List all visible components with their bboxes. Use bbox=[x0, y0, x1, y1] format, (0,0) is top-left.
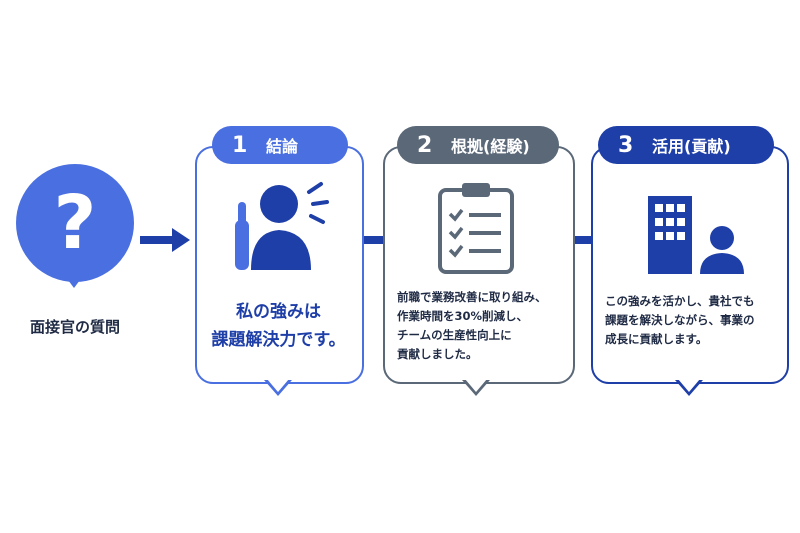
step-header-evidence: 2 根拠(経験) bbox=[397, 126, 559, 164]
step-body-line: 作業時間を30%削減し、 bbox=[397, 309, 529, 323]
step-number: 1 bbox=[232, 132, 248, 158]
step-number: 3 bbox=[618, 132, 634, 158]
step-title: 根拠(経験) bbox=[451, 137, 530, 156]
step-body-line: 貢献しました。 bbox=[397, 347, 478, 361]
clipboard-checklist-icon bbox=[438, 183, 514, 274]
step-body-contribution: この強みを活かし、貴社でも 課題を解決しながら、事業の 成長に貢献します。 bbox=[605, 292, 781, 349]
building-person-icon bbox=[648, 196, 744, 274]
step-body-evidence: 前職で業務改善に取り組み、 作業時間を30%削減し、 チームの生産性向上に 貢献… bbox=[397, 288, 567, 364]
step-body-line: チームの生産性向上に bbox=[397, 328, 512, 342]
question-bubble bbox=[16, 164, 134, 282]
step-body-conclusion: 私の強みは 課題解決力です。 bbox=[197, 298, 360, 354]
step-number: 2 bbox=[417, 132, 433, 158]
step-header-conclusion: 1 結論 bbox=[212, 126, 348, 164]
person-raising-finger-icon bbox=[235, 182, 329, 270]
step-body-line: 課題を解決しながら、事業の bbox=[605, 313, 755, 327]
step-title: 活用(貢献) bbox=[652, 137, 731, 156]
question-bubble-tail bbox=[62, 272, 86, 288]
interviewer-question-label: 面接官の質問 bbox=[29, 318, 120, 336]
step-body-line: 課題解決力です。 bbox=[211, 330, 346, 350]
step-body-line: 成長に貢献します。 bbox=[605, 332, 708, 346]
step-body-line: 前職で業務改善に取り組み、 bbox=[397, 290, 547, 304]
question-mark-icon: ? bbox=[53, 180, 97, 266]
step-title: 結論 bbox=[266, 137, 299, 156]
arrow-right-icon bbox=[140, 228, 190, 252]
step-body-line: 私の強みは bbox=[236, 302, 321, 322]
step-body-line: この強みを活かし、貴社でも bbox=[605, 294, 755, 308]
step-header-contribution: 3 活用(貢献) bbox=[598, 126, 774, 164]
